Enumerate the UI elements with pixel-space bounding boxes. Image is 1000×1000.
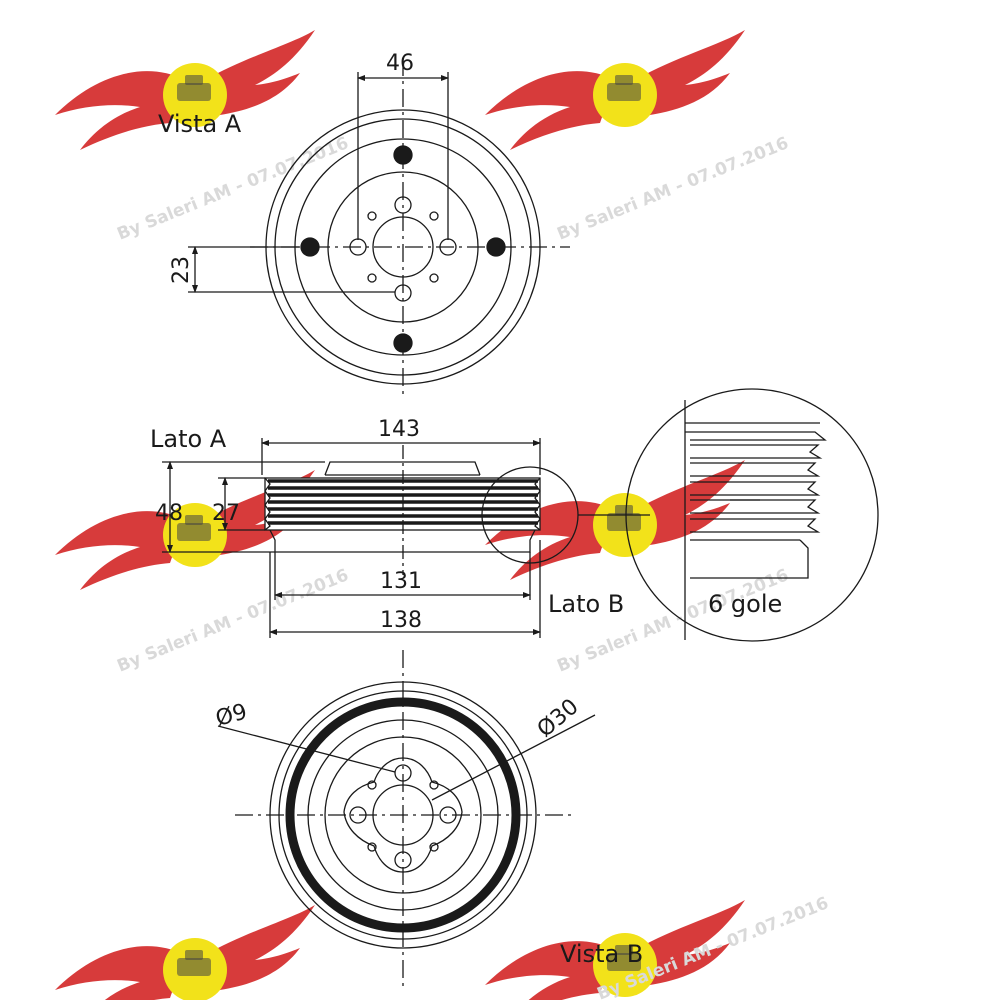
dim-131-text: 131 (380, 569, 422, 594)
watermark-text-1: By Saleri AM - 07.07.2016 (114, 133, 351, 244)
lato-a-label: Lato A (150, 425, 227, 453)
watermark-text-4: By Saleri AM - 07.07.2016 (554, 565, 791, 676)
dim-48-text: 48 (155, 501, 183, 526)
dim-27-text: 27 (212, 501, 240, 526)
dimension-131 (274, 552, 531, 600)
dimension-46 (357, 72, 449, 240)
dimension-138 (269, 540, 541, 638)
dim-hole-diameter-text: Ø9 (213, 700, 250, 732)
groove-detail-view (625, 388, 879, 642)
side-view (264, 445, 650, 575)
dim-hub-diameter-text: Ø30 (533, 694, 584, 742)
dimension-27 (218, 477, 265, 531)
dim-46-text: 46 (386, 51, 414, 76)
vista-b-view (217, 650, 596, 990)
watermark-logo-top-right (485, 30, 745, 150)
dim-138-text: 138 (380, 608, 422, 633)
vista-a-view (250, 58, 570, 395)
watermark-text-3: By Saleri AM - 07.07.2016 (114, 565, 351, 676)
dimension-143 (261, 438, 541, 475)
grooves-label: 6 gole (708, 590, 782, 618)
dimension-48 (162, 461, 325, 553)
lato-b-label: Lato B (548, 590, 624, 618)
watermark-logo-bottom-left (55, 905, 315, 1000)
dimension-23 (188, 246, 395, 293)
watermark-text-2: By Saleri AM - 07.07.2016 (554, 133, 791, 244)
vista-b-label: Vista B (560, 940, 643, 968)
dim-143-text: 143 (378, 417, 420, 442)
dim-23-text: 23 (169, 256, 194, 284)
vista-a-label: Vista A (158, 110, 242, 138)
